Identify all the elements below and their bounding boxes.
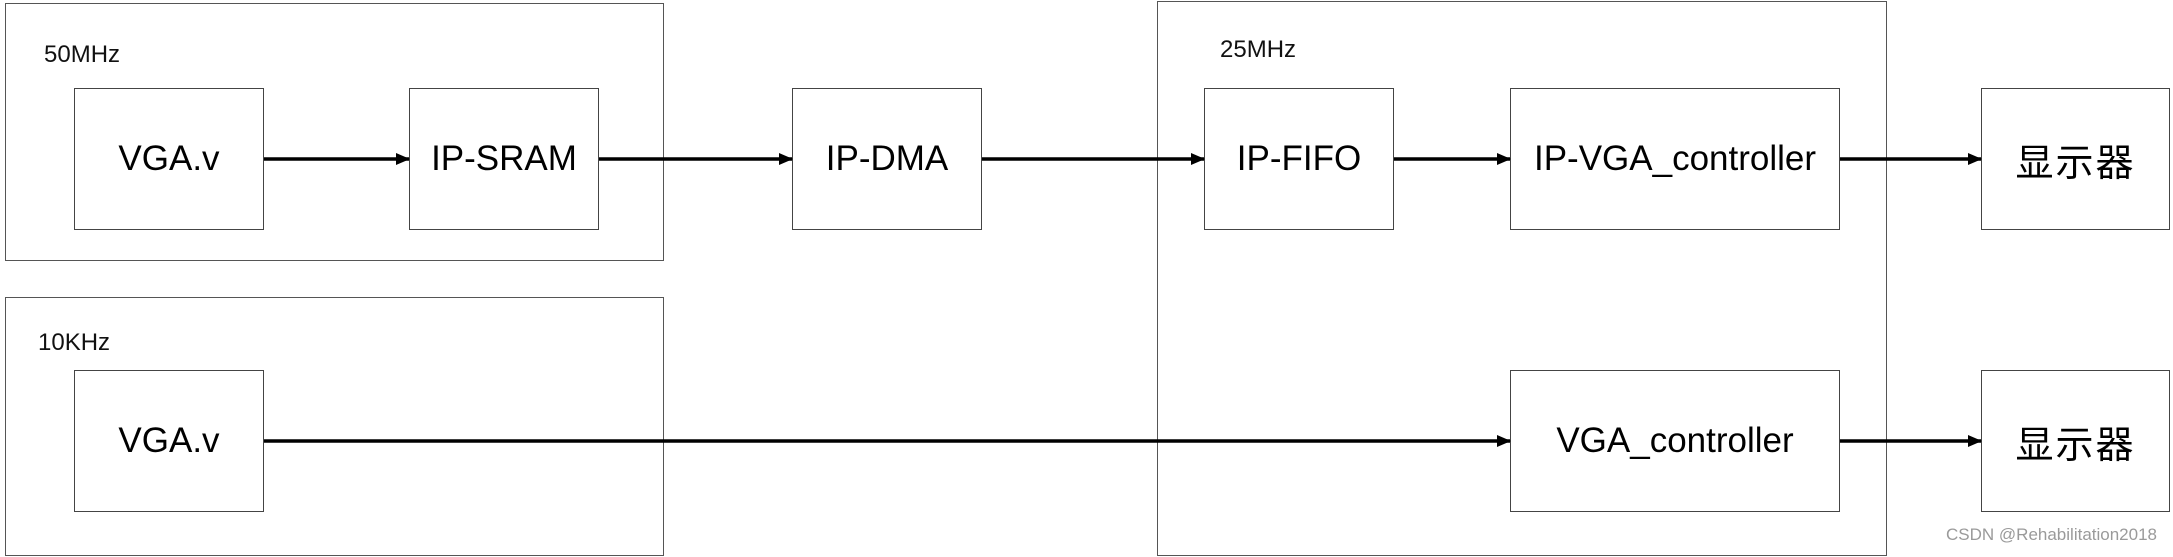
group-10khz xyxy=(5,297,664,556)
watermark: CSDN @Rehabilitation2018 xyxy=(1946,525,2157,544)
block-label: VGA_controller xyxy=(1556,421,1794,460)
block-label: IP-VGA_controller xyxy=(1533,139,1817,178)
block-label: IP-SRAM xyxy=(431,139,577,178)
block-label: IP-DMA xyxy=(825,139,949,178)
block-display: 显示器 xyxy=(1981,370,2170,512)
block-vga-v: VGA.v xyxy=(74,88,264,230)
group-10khz-label: 10KHz xyxy=(38,329,111,356)
block-display: 显示器 xyxy=(1981,88,2170,230)
block-label: 显示器 xyxy=(2015,422,2136,467)
block-label: VGA.v xyxy=(118,139,220,178)
block-label: IP-FIFO xyxy=(1236,139,1362,178)
group-25mhz xyxy=(1157,1,1887,556)
block-ip-fifo: IP-FIFO xyxy=(1204,88,1394,230)
block-label: 显示器 xyxy=(2015,140,2136,185)
group-50mhz xyxy=(5,3,664,261)
group-50mhz-label: 50MHz xyxy=(44,41,121,68)
block-ip-vga-controller: IP-VGA_controller xyxy=(1510,88,1840,230)
block-label: VGA.v xyxy=(118,421,220,460)
group-25mhz-label: 25MHz xyxy=(1220,36,1297,63)
block-vga-controller: VGA_controller xyxy=(1510,370,1840,512)
block-vga-v: VGA.v xyxy=(74,370,264,512)
block-ip-dma: IP-DMA xyxy=(792,88,982,230)
